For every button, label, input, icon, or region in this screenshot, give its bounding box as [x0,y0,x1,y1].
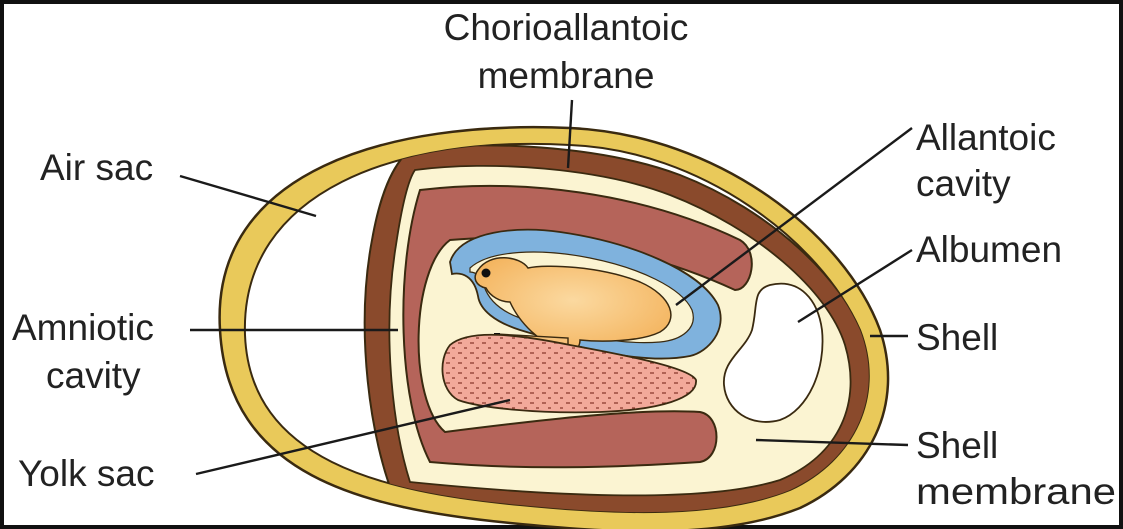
label-amniotic-1: Amniotic [12,307,154,348]
label-amniotic-2: cavity [46,355,141,396]
label-albumen: Albumen [916,229,1062,270]
label-air-sac: Air sac [40,147,153,188]
label-shell-membrane-1: Shell [916,425,998,466]
label-chorioallantoic-2: membrane [478,55,655,96]
label-shell-membrane-2: membrane [916,471,1116,512]
label-allantoic-1: Allantoic [916,117,1056,158]
label-chorioallantoic-1: Chorioallantoic [444,7,689,48]
label-shell: Shell [916,317,998,358]
label-allantoic-2: cavity [916,163,1011,204]
embryo-eye [482,269,491,278]
label-yolk-sac: Yolk sac [18,453,154,494]
